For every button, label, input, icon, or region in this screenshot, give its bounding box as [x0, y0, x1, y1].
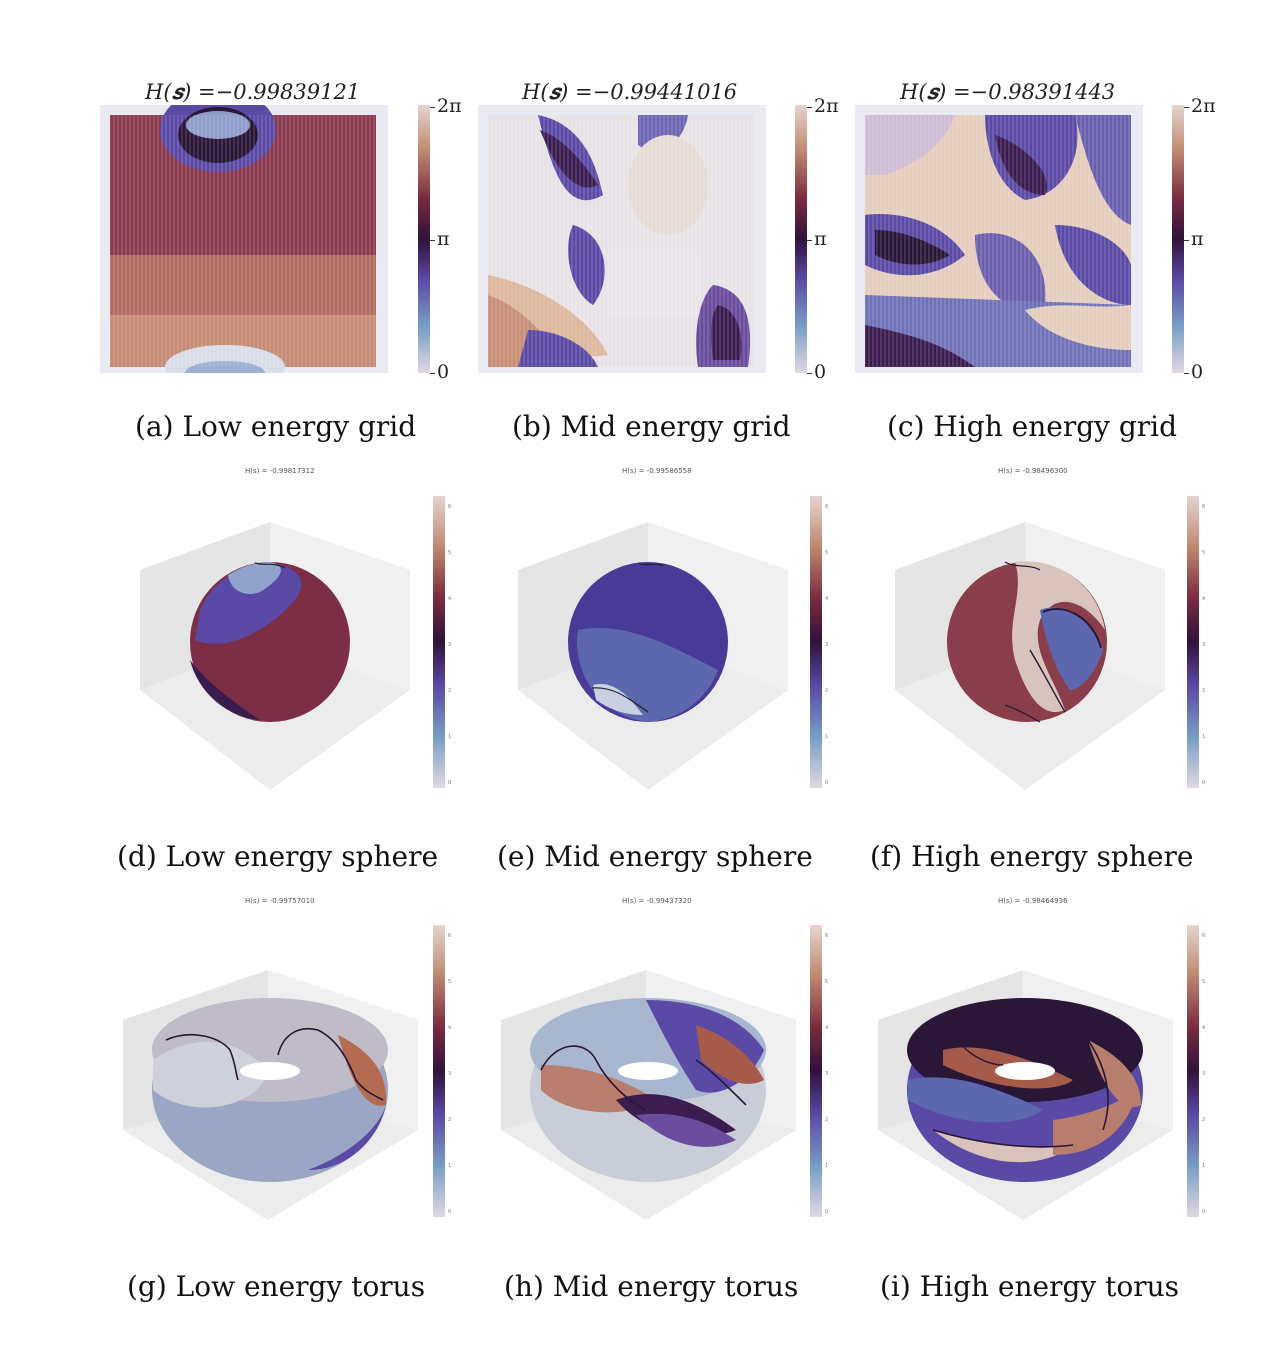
colorbar-f — [1187, 496, 1199, 788]
hamiltonian-label-e: H(s) = -0.99586558 — [622, 467, 692, 475]
colorbar-tick-i: 0 — [1202, 1209, 1206, 1215]
tick-2pi-c: 2π — [1184, 95, 1216, 117]
colorbar-tick-d: 4 — [448, 596, 452, 602]
mid-energy-grid-plot — [478, 105, 766, 373]
colorbar-tick-d: 2 — [448, 688, 452, 694]
mid-energy-torus-plot — [501, 970, 796, 1220]
tick-pi-b: π — [807, 228, 827, 250]
colorbar-tick-i: 4 — [1202, 1025, 1206, 1031]
colorbar-tick-g: 4 — [448, 1025, 452, 1031]
colorbar-tick-g: 0 — [448, 1209, 452, 1215]
colorbar-tick-i: 6 — [1202, 933, 1206, 939]
hamiltonian-label-g: H(s) = -0.99757010 — [245, 897, 315, 905]
colorbar-tick-g: 2 — [448, 1117, 452, 1123]
colorbar-tick-g: 3 — [448, 1071, 452, 1077]
colorbar-g — [433, 925, 445, 1217]
colorbar-c — [1172, 105, 1184, 373]
colorbar-tick-g: 5 — [448, 979, 452, 985]
caption-f: (f) High energy sphere — [870, 840, 1194, 873]
colorbar-tick-h: 0 — [825, 1209, 829, 1215]
hamiltonian-label-d: H(s) = -0.99817312 — [245, 467, 315, 475]
colorbar-tick-f: 5 — [1202, 550, 1206, 556]
caption-b: (b) Mid energy grid — [512, 410, 791, 443]
colorbar-tick-f: 6 — [1202, 504, 1206, 510]
colorbar-tick-e: 0 — [825, 780, 829, 786]
tick-pi-a: π — [430, 228, 450, 250]
colorbar-tick-d: 3 — [448, 642, 452, 648]
colorbar-tick-g: 1 — [448, 1163, 452, 1169]
colorbar-tick-i: 2 — [1202, 1117, 1206, 1123]
colorbar-tick-f: 1 — [1202, 734, 1206, 740]
tick-pi-c: π — [1184, 228, 1204, 250]
hamiltonian-label-h: H(s) = -0.99437320 — [622, 897, 692, 905]
colorbar-tick-d: 0 — [448, 780, 452, 786]
caption-d: (d) Low energy sphere — [117, 840, 439, 873]
caption-g: (g) Low energy torus — [127, 1270, 426, 1303]
tick-0-c: 0 — [1184, 361, 1203, 383]
colorbar-tick-i: 3 — [1202, 1071, 1206, 1077]
colorbar-tick-f: 2 — [1202, 688, 1206, 694]
colorbar-tick-i: 5 — [1202, 979, 1206, 985]
colorbar-tick-f: 4 — [1202, 596, 1206, 602]
colorbar-tick-e: 1 — [825, 734, 829, 740]
low-energy-grid-plot — [100, 105, 388, 373]
colorbar-tick-e: 4 — [825, 596, 829, 602]
colorbar-tick-e: 3 — [825, 642, 829, 648]
hamiltonian-label-a: H(𝒔) =−0.99839121 — [145, 80, 361, 104]
colorbar-tick-h: 4 — [825, 1025, 829, 1031]
colorbar-tick-d: 1 — [448, 734, 452, 740]
hamiltonian-label-c: H(𝒔) =−0.98391443 — [900, 80, 1116, 104]
caption-a: (a) Low energy grid — [135, 410, 417, 443]
colorbar-tick-d: 5 — [448, 550, 452, 556]
colorbar-tick-e: 5 — [825, 550, 829, 556]
hamiltonian-label-i: H(s) = -0.98464936 — [998, 897, 1068, 905]
colorbar-tick-h: 3 — [825, 1071, 829, 1077]
colorbar-b — [795, 105, 807, 373]
colorbar-tick-f: 0 — [1202, 780, 1206, 786]
colorbar-tick-h: 6 — [825, 933, 829, 939]
high-energy-sphere-plot — [895, 522, 1165, 790]
low-energy-torus-plot — [123, 970, 418, 1220]
colorbar-tick-g: 6 — [448, 933, 452, 939]
low-energy-sphere-plot — [140, 522, 410, 790]
colorbar-a — [418, 105, 430, 373]
colorbar-tick-e: 2 — [825, 688, 829, 694]
hamiltonian-label-f: H(s) = -0.98496300 — [998, 467, 1068, 475]
colorbar-tick-h: 2 — [825, 1117, 829, 1123]
colorbar-tick-e: 6 — [825, 504, 829, 510]
caption-c: (c) High energy grid — [887, 410, 1178, 443]
caption-e: (e) Mid energy sphere — [497, 840, 813, 873]
colorbar-i — [1187, 925, 1199, 1217]
caption-i: (i) High energy torus — [880, 1270, 1180, 1303]
high-energy-grid-plot — [855, 105, 1143, 373]
colorbar-tick-h: 1 — [825, 1163, 829, 1169]
high-energy-torus-plot — [878, 970, 1173, 1220]
tick-2pi-b: 2π — [807, 95, 839, 117]
colorbar-tick-d: 6 — [448, 504, 452, 510]
tick-2pi-a: 2π — [430, 95, 462, 117]
colorbar-h — [810, 925, 822, 1217]
colorbar-tick-i: 1 — [1202, 1163, 1206, 1169]
colorbar-e — [810, 496, 822, 788]
tick-0-b: 0 — [807, 361, 826, 383]
colorbar-tick-f: 3 — [1202, 642, 1206, 648]
colorbar-tick-h: 5 — [825, 979, 829, 985]
tick-0-a: 0 — [430, 361, 449, 383]
mid-energy-sphere-plot — [518, 522, 788, 790]
colorbar-d — [433, 496, 445, 788]
hamiltonian-label-b: H(𝒔) =−0.99441016 — [522, 80, 738, 104]
caption-h: (h) Mid energy torus — [504, 1270, 799, 1303]
